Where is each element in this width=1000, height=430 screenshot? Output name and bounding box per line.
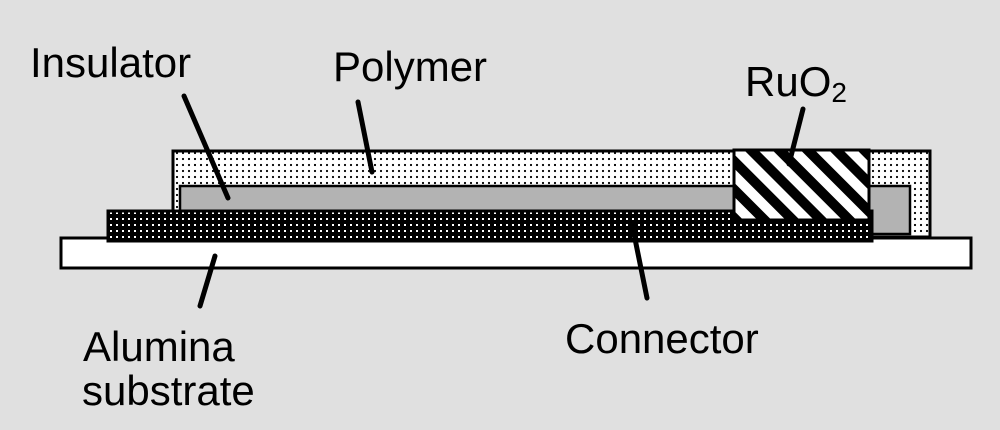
insulator-label: Insulator [30, 39, 192, 86]
polymer-label: Polymer [333, 43, 488, 90]
alumina-label-line1: Alumina [83, 323, 235, 370]
ruo2-layer [732, 148, 871, 222]
alumina-leader-line [197, 253, 218, 309]
connector-leader-line [629, 221, 650, 301]
ruo2-label-subscript: 2 [831, 77, 847, 108]
insulator-leader-line [181, 93, 231, 201]
connector-label: Connector [565, 315, 759, 362]
alumina-label-line2: substrate [82, 367, 255, 414]
ruo2-leader-line [786, 106, 806, 167]
polymer-leader-line [355, 99, 375, 175]
ruo2-label: RuO2 [745, 58, 847, 107]
ruo2-label-main: RuO [745, 58, 832, 105]
